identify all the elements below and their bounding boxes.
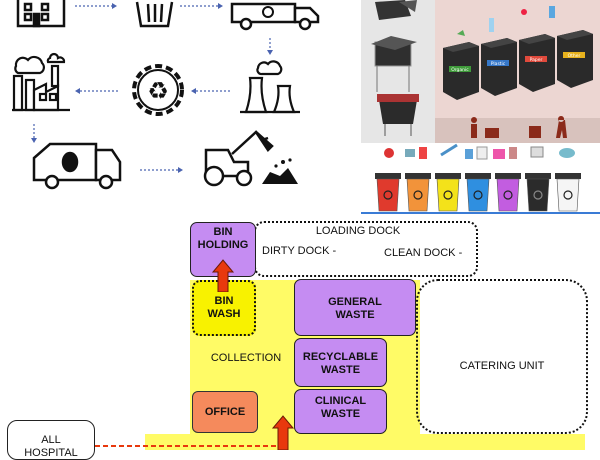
clinical-waste-label: CLINICAL WASTE	[314, 395, 367, 420]
bin-model-2	[371, 36, 417, 92]
catering-unit-label: CATERING UNIT	[459, 360, 545, 372]
recycle-gear-icon: ♻	[132, 64, 184, 116]
medical-waste-icons	[384, 143, 575, 160]
bin-wash-label: BIN WASH	[207, 295, 241, 320]
medical-bin-4	[465, 173, 491, 212]
flow-arrowhead-1	[112, 3, 117, 9]
all-hospital-label: ALL HOSPITAL	[24, 434, 78, 459]
clinical-waste-room	[294, 389, 387, 434]
sorting-bins: Organic Plastic Paper Other	[443, 30, 593, 100]
waste-route-line	[95, 445, 281, 447]
general-waste-room	[294, 279, 416, 336]
flow-arrow-up-1	[211, 259, 235, 292]
catering-unit-area	[416, 279, 588, 434]
collection-label: COLLECTION	[210, 352, 282, 364]
medical-bins-row	[375, 173, 581, 212]
flow-arrowhead-6	[31, 138, 37, 143]
flow-arrowhead-5	[191, 88, 196, 94]
office-room	[192, 391, 258, 433]
svg-text:♻: ♻	[147, 77, 169, 105]
loading-dock-label: LOADING DOCK	[315, 225, 401, 237]
general-waste-label: GENERAL WASTE	[328, 296, 382, 321]
medical-bin-7	[555, 173, 581, 212]
recyclable-waste-label: RECYCLABLE WASTE	[302, 351, 379, 376]
building-icon	[16, 0, 66, 28]
bin-label-plastic: Plastic	[491, 61, 506, 67]
flow-arrowhead-7	[178, 167, 183, 173]
bin-model-3	[377, 94, 419, 136]
bins-photo-panel: Organic Plastic Paper Other	[361, 0, 600, 143]
clean-dock-label: CLEAN DOCK -	[384, 247, 463, 259]
bin-holding-label: BIN HOLDING	[197, 226, 249, 251]
bin-label-paper: Paper	[530, 57, 543, 63]
medical-bin-1	[375, 173, 401, 212]
medical-bin-6	[525, 173, 551, 212]
trash-can-icon	[135, 1, 174, 28]
flow-arrowhead-3	[267, 50, 273, 55]
bin-label-other: Other	[568, 53, 581, 59]
medical-bin-3	[435, 173, 461, 212]
dirty-dock-label: DIRTY DOCK -	[262, 245, 337, 257]
bulldozer-icon	[203, 130, 274, 187]
garbage-pile-icon	[262, 158, 298, 184]
medical-bin-2	[405, 173, 431, 212]
incinerator-towers-icon	[240, 60, 300, 114]
recyclable-waste-room	[294, 338, 387, 387]
medical-bin-5	[495, 173, 521, 212]
factory-icon	[12, 52, 70, 112]
biohazard-truck-icon	[230, 2, 320, 31]
bin-label-organic: Organic	[451, 67, 469, 73]
office-label: OFFICE	[204, 406, 246, 418]
waste-cycle-diagram: ♻	[12, 0, 320, 190]
medical-bins-panel	[361, 143, 600, 215]
waste-items-decor	[457, 6, 555, 36]
flow-arrowhead-4	[75, 88, 80, 94]
people-silhouettes	[471, 116, 567, 138]
eco-garbage-truck-icon	[32, 142, 122, 190]
flow-arrow-up-2	[271, 415, 295, 450]
bin-model-1	[375, 0, 417, 20]
flow-arrowhead-2	[218, 3, 223, 9]
bins-illustration: Organic Plastic Paper Other	[361, 0, 600, 143]
